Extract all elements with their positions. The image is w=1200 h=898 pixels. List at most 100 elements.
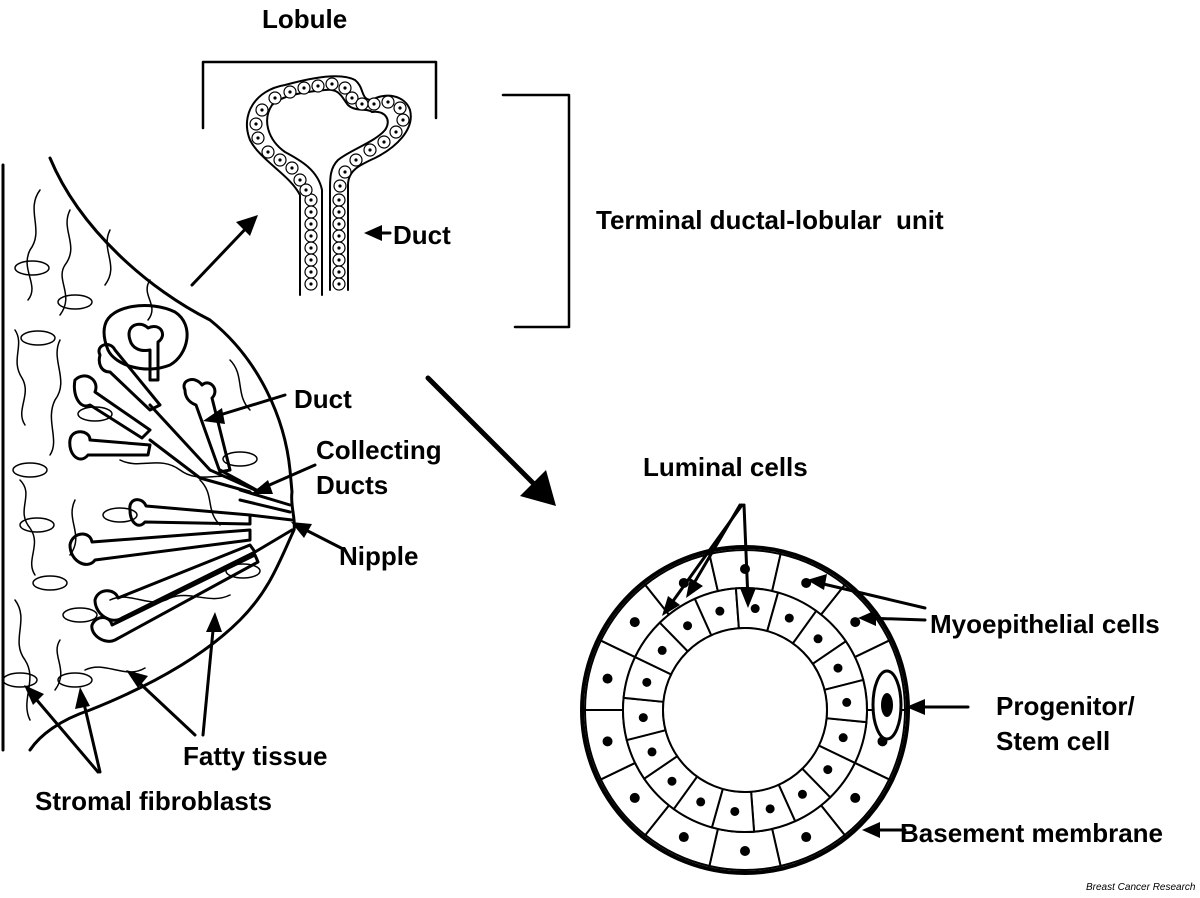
cell-nucleus — [765, 804, 775, 814]
lobule-cell-nucleus — [309, 246, 313, 250]
lobule-cell-nucleus — [337, 222, 341, 226]
label-lobule: Lobule — [262, 4, 347, 34]
breast-arrows — [24, 215, 556, 774]
lobule-cell-nucleus — [256, 136, 260, 140]
lobule-cell-nucleus — [316, 84, 320, 88]
lobule-cell-nucleus — [290, 166, 294, 170]
label-myoepithelial: Myoepithelial cells — [930, 609, 1160, 639]
label-tdlu: Terminal ductal-lobular unit — [596, 205, 944, 235]
lobule-cell-nucleus — [309, 198, 313, 202]
cell-nucleus — [667, 776, 677, 786]
lobule-cell-nucleus — [309, 282, 313, 286]
breast-outline — [28, 156, 296, 752]
lobule-cell-nucleus — [386, 100, 390, 104]
lobule-cell-nucleus — [350, 96, 354, 100]
lobule-cell-nucleus — [337, 198, 341, 202]
lobule-cell-nucleus — [304, 188, 308, 192]
fat-cells — [2, 260, 261, 688]
lobule-bracket — [201, 60, 438, 130]
lobule-cell-nucleus — [337, 258, 341, 262]
cell-nucleus — [629, 617, 640, 628]
label-nipple: Nipple — [339, 541, 418, 571]
cell-nucleus — [602, 736, 613, 747]
cell-nucleus — [602, 673, 613, 684]
arrow-to-cross-section — [425, 375, 543, 493]
duct-lumen — [662, 627, 828, 793]
lobule-cell-nucleus — [354, 158, 358, 162]
cell-nucleus — [657, 645, 667, 655]
lobule-cell-nucleus — [337, 234, 341, 238]
lobule-cells — [249, 77, 410, 291]
lobule-detail — [201, 60, 571, 329]
cell-ring — [583, 549, 907, 871]
cell-nucleus — [813, 634, 823, 644]
cell-nucleus — [638, 713, 648, 723]
label-stromal: Stromal fibroblasts — [35, 786, 272, 816]
arrow-fatty-2 — [201, 618, 216, 737]
lobule-cell-nucleus — [337, 270, 341, 274]
progenitor-nucleus — [881, 693, 893, 717]
lobule-cell-nucleus — [343, 86, 347, 90]
lobule-cell-nucleus — [337, 246, 341, 250]
cell-nucleus — [750, 604, 760, 614]
lobule-cell-nucleus — [309, 234, 313, 238]
cell-nucleus — [797, 789, 807, 799]
lobule-circle — [102, 304, 189, 371]
label-basement: Basement membrane — [900, 818, 1163, 848]
label-luminal: Luminal cells — [643, 452, 808, 482]
lobule-cell-nucleus — [309, 270, 313, 274]
lobule-inner-wall — [266, 88, 389, 296]
cell-nucleus — [629, 792, 640, 803]
cell-nucleus — [647, 747, 657, 757]
cell-nucleus — [715, 606, 725, 616]
lobule-cell-nucleus — [372, 102, 376, 106]
lobule-cell-nucleus — [278, 158, 282, 162]
arrow-to-lobule-detail — [190, 220, 254, 287]
label-collecting-ducts: Ducts — [316, 470, 388, 500]
cell-nucleus — [784, 613, 794, 623]
cell-nucleus — [850, 617, 861, 628]
duct-cross-section — [580, 545, 910, 875]
lobule-cell-nucleus — [360, 102, 364, 106]
lobule-cell-nucleus — [382, 140, 386, 144]
credit-text: Breast Cancer Research — [1086, 882, 1196, 893]
duct-tree — [68, 343, 294, 643]
cell-nucleus — [678, 832, 689, 843]
cell-nucleus — [838, 733, 848, 743]
cell-nucleus — [850, 792, 861, 803]
lobule-cell-nucleus — [260, 108, 264, 112]
lobule-cell-nucleus — [266, 150, 270, 154]
label-collecting: Collecting — [316, 435, 442, 465]
lobule-cell-nucleus — [309, 222, 313, 226]
cell-nucleus — [642, 677, 652, 687]
lobule-cell-nucleus — [394, 130, 398, 134]
lobule-cell-nucleus — [273, 96, 277, 100]
cell-nucleus — [696, 797, 706, 807]
arrow-fatty-1 — [130, 674, 197, 737]
lobule-outer-wall — [245, 75, 412, 296]
label-fatty: Fatty tissue — [183, 741, 328, 771]
lobule-cell-nucleus — [330, 82, 334, 86]
cell-nucleus — [730, 806, 740, 816]
label-progenitor: Progenitor/ — [996, 691, 1135, 721]
lobule-cell-nucleus — [288, 90, 292, 94]
cell-nucleus — [842, 697, 852, 707]
lobule-cell-nucleus — [309, 258, 313, 262]
lobule-cell-nucleus — [309, 210, 313, 214]
lobule-cell-nucleus — [337, 282, 341, 286]
label-duct-mid: Duct — [294, 384, 352, 414]
breast-illustration — [1, 156, 296, 752]
lobule-cell-nucleus — [398, 106, 402, 110]
lobule-cell-nucleus — [298, 178, 302, 182]
lobule-cell-nucleus — [302, 86, 306, 90]
cross-section-arrows — [364, 225, 970, 838]
label-duct-top: Duct — [393, 220, 451, 250]
cell-nucleus — [801, 832, 812, 843]
cell-nucleus — [683, 621, 693, 631]
cell-nucleus — [823, 765, 833, 775]
arrow-stromal-1 — [28, 690, 100, 774]
arrow-stromal-2 — [80, 693, 102, 774]
lobule-cell-nucleus — [338, 184, 342, 188]
